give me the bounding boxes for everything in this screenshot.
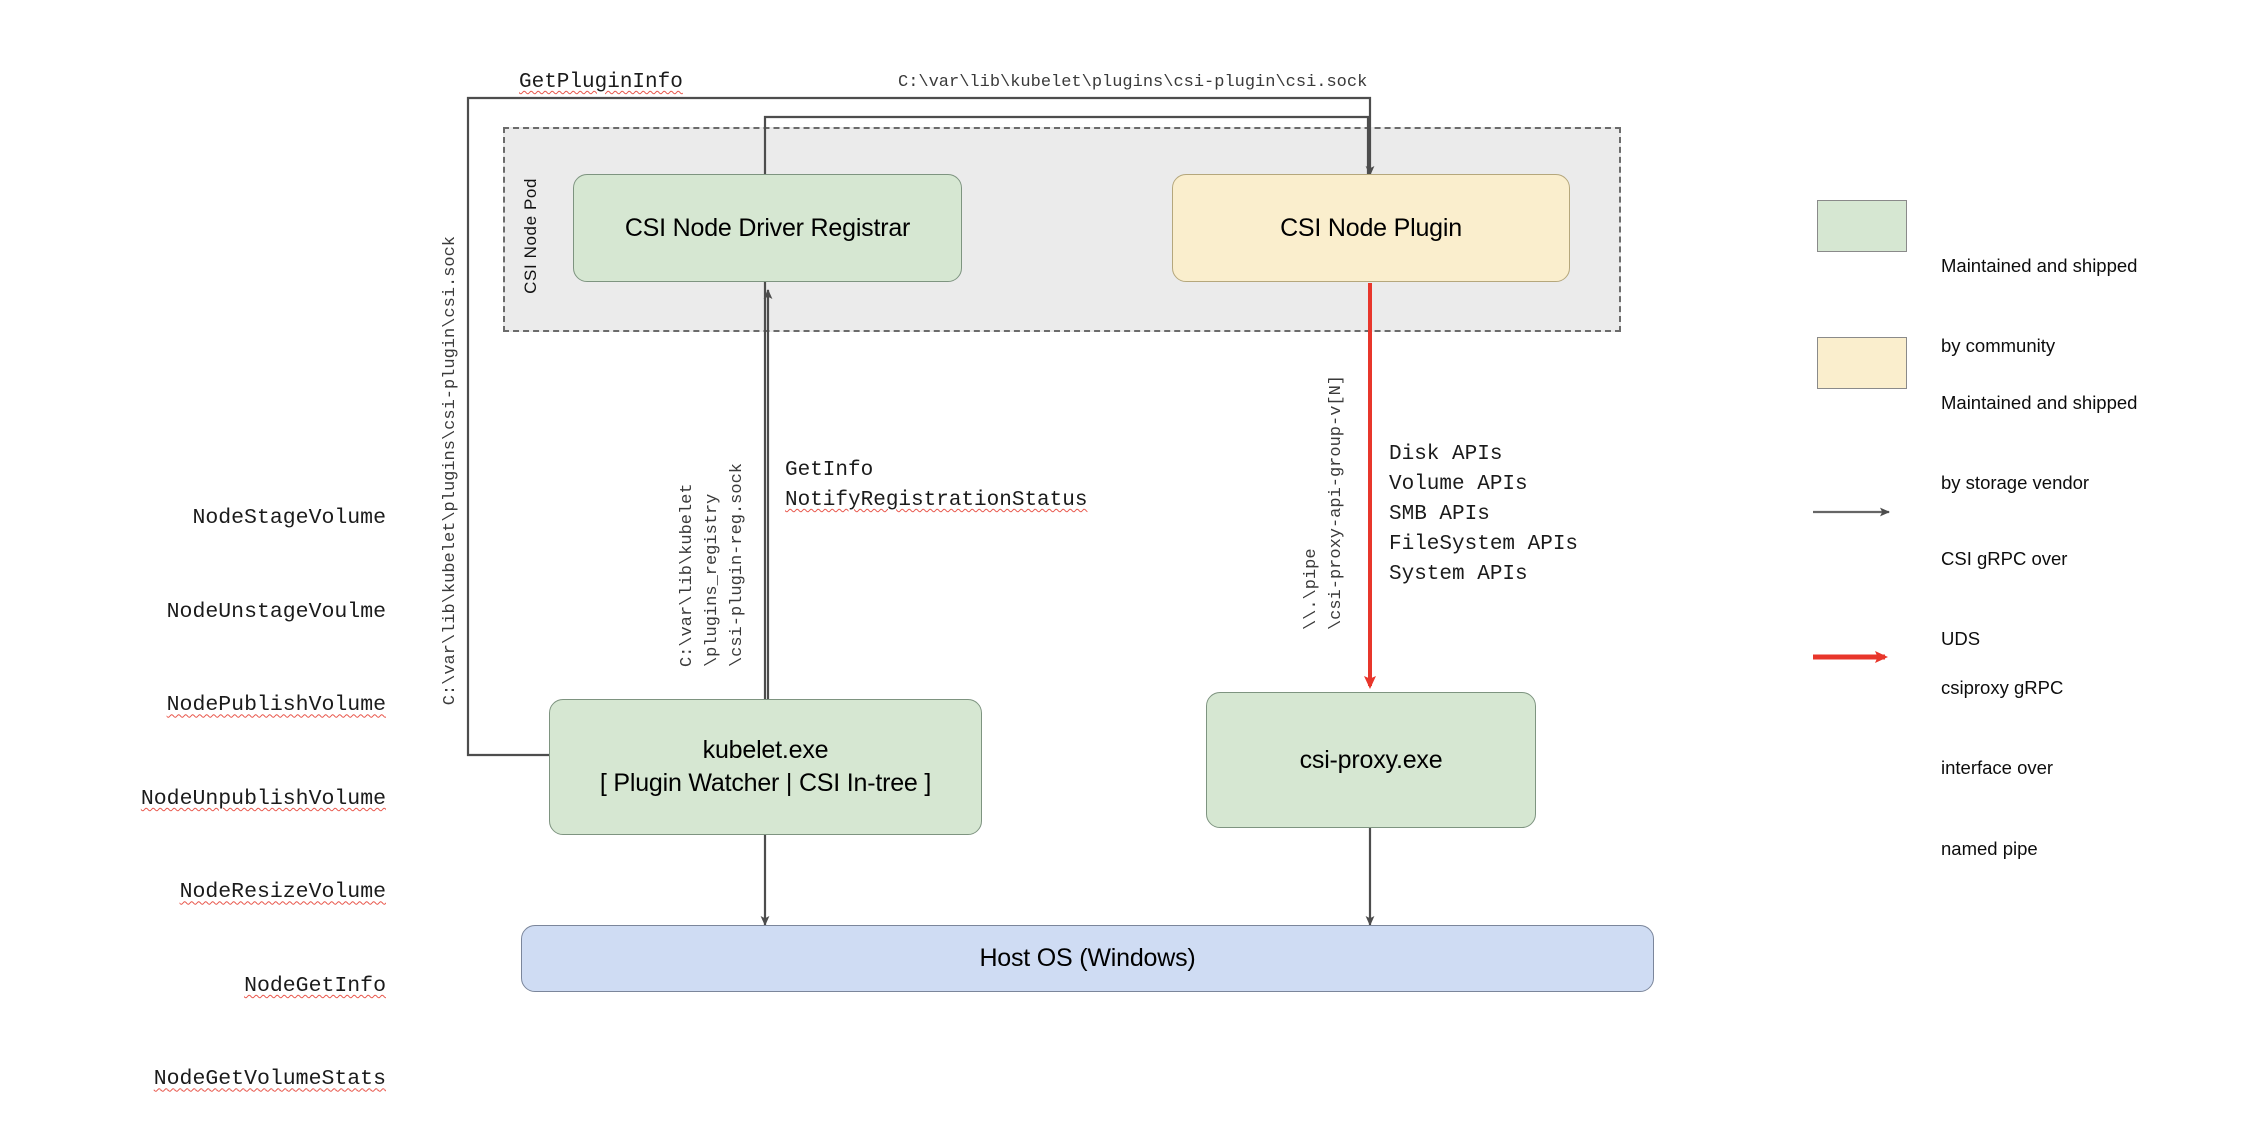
label-registry-sock-line-1: \plugins_registry	[703, 493, 723, 668]
label-proxy-api-1: Volume APIs	[1389, 473, 1528, 497]
node-csi-proxy-exe-label: csi-proxy.exe	[1299, 745, 1443, 774]
label-getinfo: GetInfo	[785, 459, 874, 482]
legend-uds-line1: CSI gRPC over	[1941, 547, 2068, 569]
csi-node-api-3: NodeUnpublishVolume	[140, 786, 386, 811]
legend-namedpipe-line1: csiproxy gRPC	[1941, 676, 2064, 698]
label-registry-sock-vertical: C:\var\lib\kubelet \plugins_registry \cs…	[676, 463, 750, 667]
label-proxy-api-0: Disk APIs	[1389, 443, 1503, 466]
csi-node-api-1: NodeUnstageVoulme	[166, 599, 386, 624]
legend-vendor-line1: Maintained and shipped	[1941, 391, 2138, 413]
node-kubelet-exe-line2: [ Plugin Watcher | CSI In-tree ]	[599, 769, 932, 797]
legend-swatch-community	[1817, 200, 1907, 252]
legend-namedpipe-line2: interface over	[1941, 757, 2054, 779]
legend-text-community: Maintained and shipped by community	[1941, 199, 2137, 387]
label-registration-calls: GetInfo NotifyRegistrationStatus	[785, 456, 1087, 516]
node-kubelet-exe[interactable]: kubelet.exe [ Plugin Watcher | CSI In-tr…	[549, 699, 982, 835]
label-registry-sock-line-0: C:\var\lib\kubelet	[678, 483, 697, 668]
label-proxy-api-4: System APIs	[1389, 563, 1528, 587]
label-named-pipe-line-1: \csi-proxy-api-group-v[N]	[1327, 375, 1347, 631]
label-csi-sock-path-top: C:\var\lib\kubelet\plugins\csi-plugin\cs…	[898, 73, 1368, 92]
legend-community-line1: Maintained and shipped	[1941, 254, 2138, 276]
label-registry-sock-line-2: \csi-plugin-reg.sock	[728, 463, 748, 668]
csi-node-api-6: NodeGetVolumeStats	[153, 1067, 386, 1092]
label-proxy-apis: Disk APIs Volume APIs SMB APIs FileSyste…	[1389, 440, 1578, 590]
legend-text-uds: CSI gRPC over UDS	[1941, 492, 2067, 680]
legend-namedpipe-line3: named pipe	[1941, 837, 2038, 859]
label-named-pipe-line-0: \\.\pipe	[1302, 548, 1321, 631]
node-kubelet-exe-line1: kubelet.exe	[702, 736, 829, 764]
csi-node-pod-label: CSI Node Pod	[521, 178, 540, 294]
csi-node-api-list: NodeStageVolume NodeUnstageVoulme NodePu…	[80, 441, 386, 1127]
node-csi-node-plugin[interactable]: CSI Node Plugin	[1172, 174, 1570, 282]
legend-community-line2: by community	[1941, 335, 2056, 357]
csi-node-api-0: NodeStageVolume	[192, 506, 386, 531]
label-getplugininfo: GetPluginInfo	[519, 71, 683, 94]
label-csi-sock-path-vertical: C:\var\lib\kubelet\plugins\csi-plugin\cs…	[441, 236, 460, 706]
csi-node-api-5: NodeGetInfo	[244, 973, 386, 998]
legend-uds-line2: UDS	[1941, 628, 1981, 650]
node-host-os[interactable]: Host OS (Windows)	[521, 925, 1654, 992]
label-proxy-api-2: SMB APIs	[1389, 503, 1490, 527]
node-csi-node-driver-registrar[interactable]: CSI Node Driver Registrar	[573, 174, 962, 282]
label-proxy-api-3: FileSystem APIs	[1389, 533, 1579, 557]
node-csi-node-plugin-label: CSI Node Plugin	[1280, 213, 1462, 242]
label-notifyregistrationstatus: NotifyRegistrationStatus	[785, 489, 1088, 513]
node-csi-proxy-exe[interactable]: csi-proxy.exe	[1206, 692, 1536, 828]
node-host-os-label: Host OS (Windows)	[979, 944, 1196, 972]
legend-swatch-vendor	[1817, 337, 1907, 389]
legend-text-vendor: Maintained and shipped by storage vendor	[1941, 336, 2137, 524]
legend-vendor-line2: by storage vendor	[1941, 472, 2090, 494]
node-csi-node-driver-registrar-label: CSI Node Driver Registrar	[624, 213, 911, 242]
csi-node-api-4: NodeResizeVolume	[179, 880, 386, 905]
legend-text-namedpipe: csiproxy gRPC interface over named pipe	[1941, 621, 2063, 889]
label-named-pipe-vertical: \\.\pipe \csi-proxy-api-group-v[N]	[1300, 375, 1349, 630]
csi-node-api-2: NodePublishVolume	[166, 693, 386, 718]
